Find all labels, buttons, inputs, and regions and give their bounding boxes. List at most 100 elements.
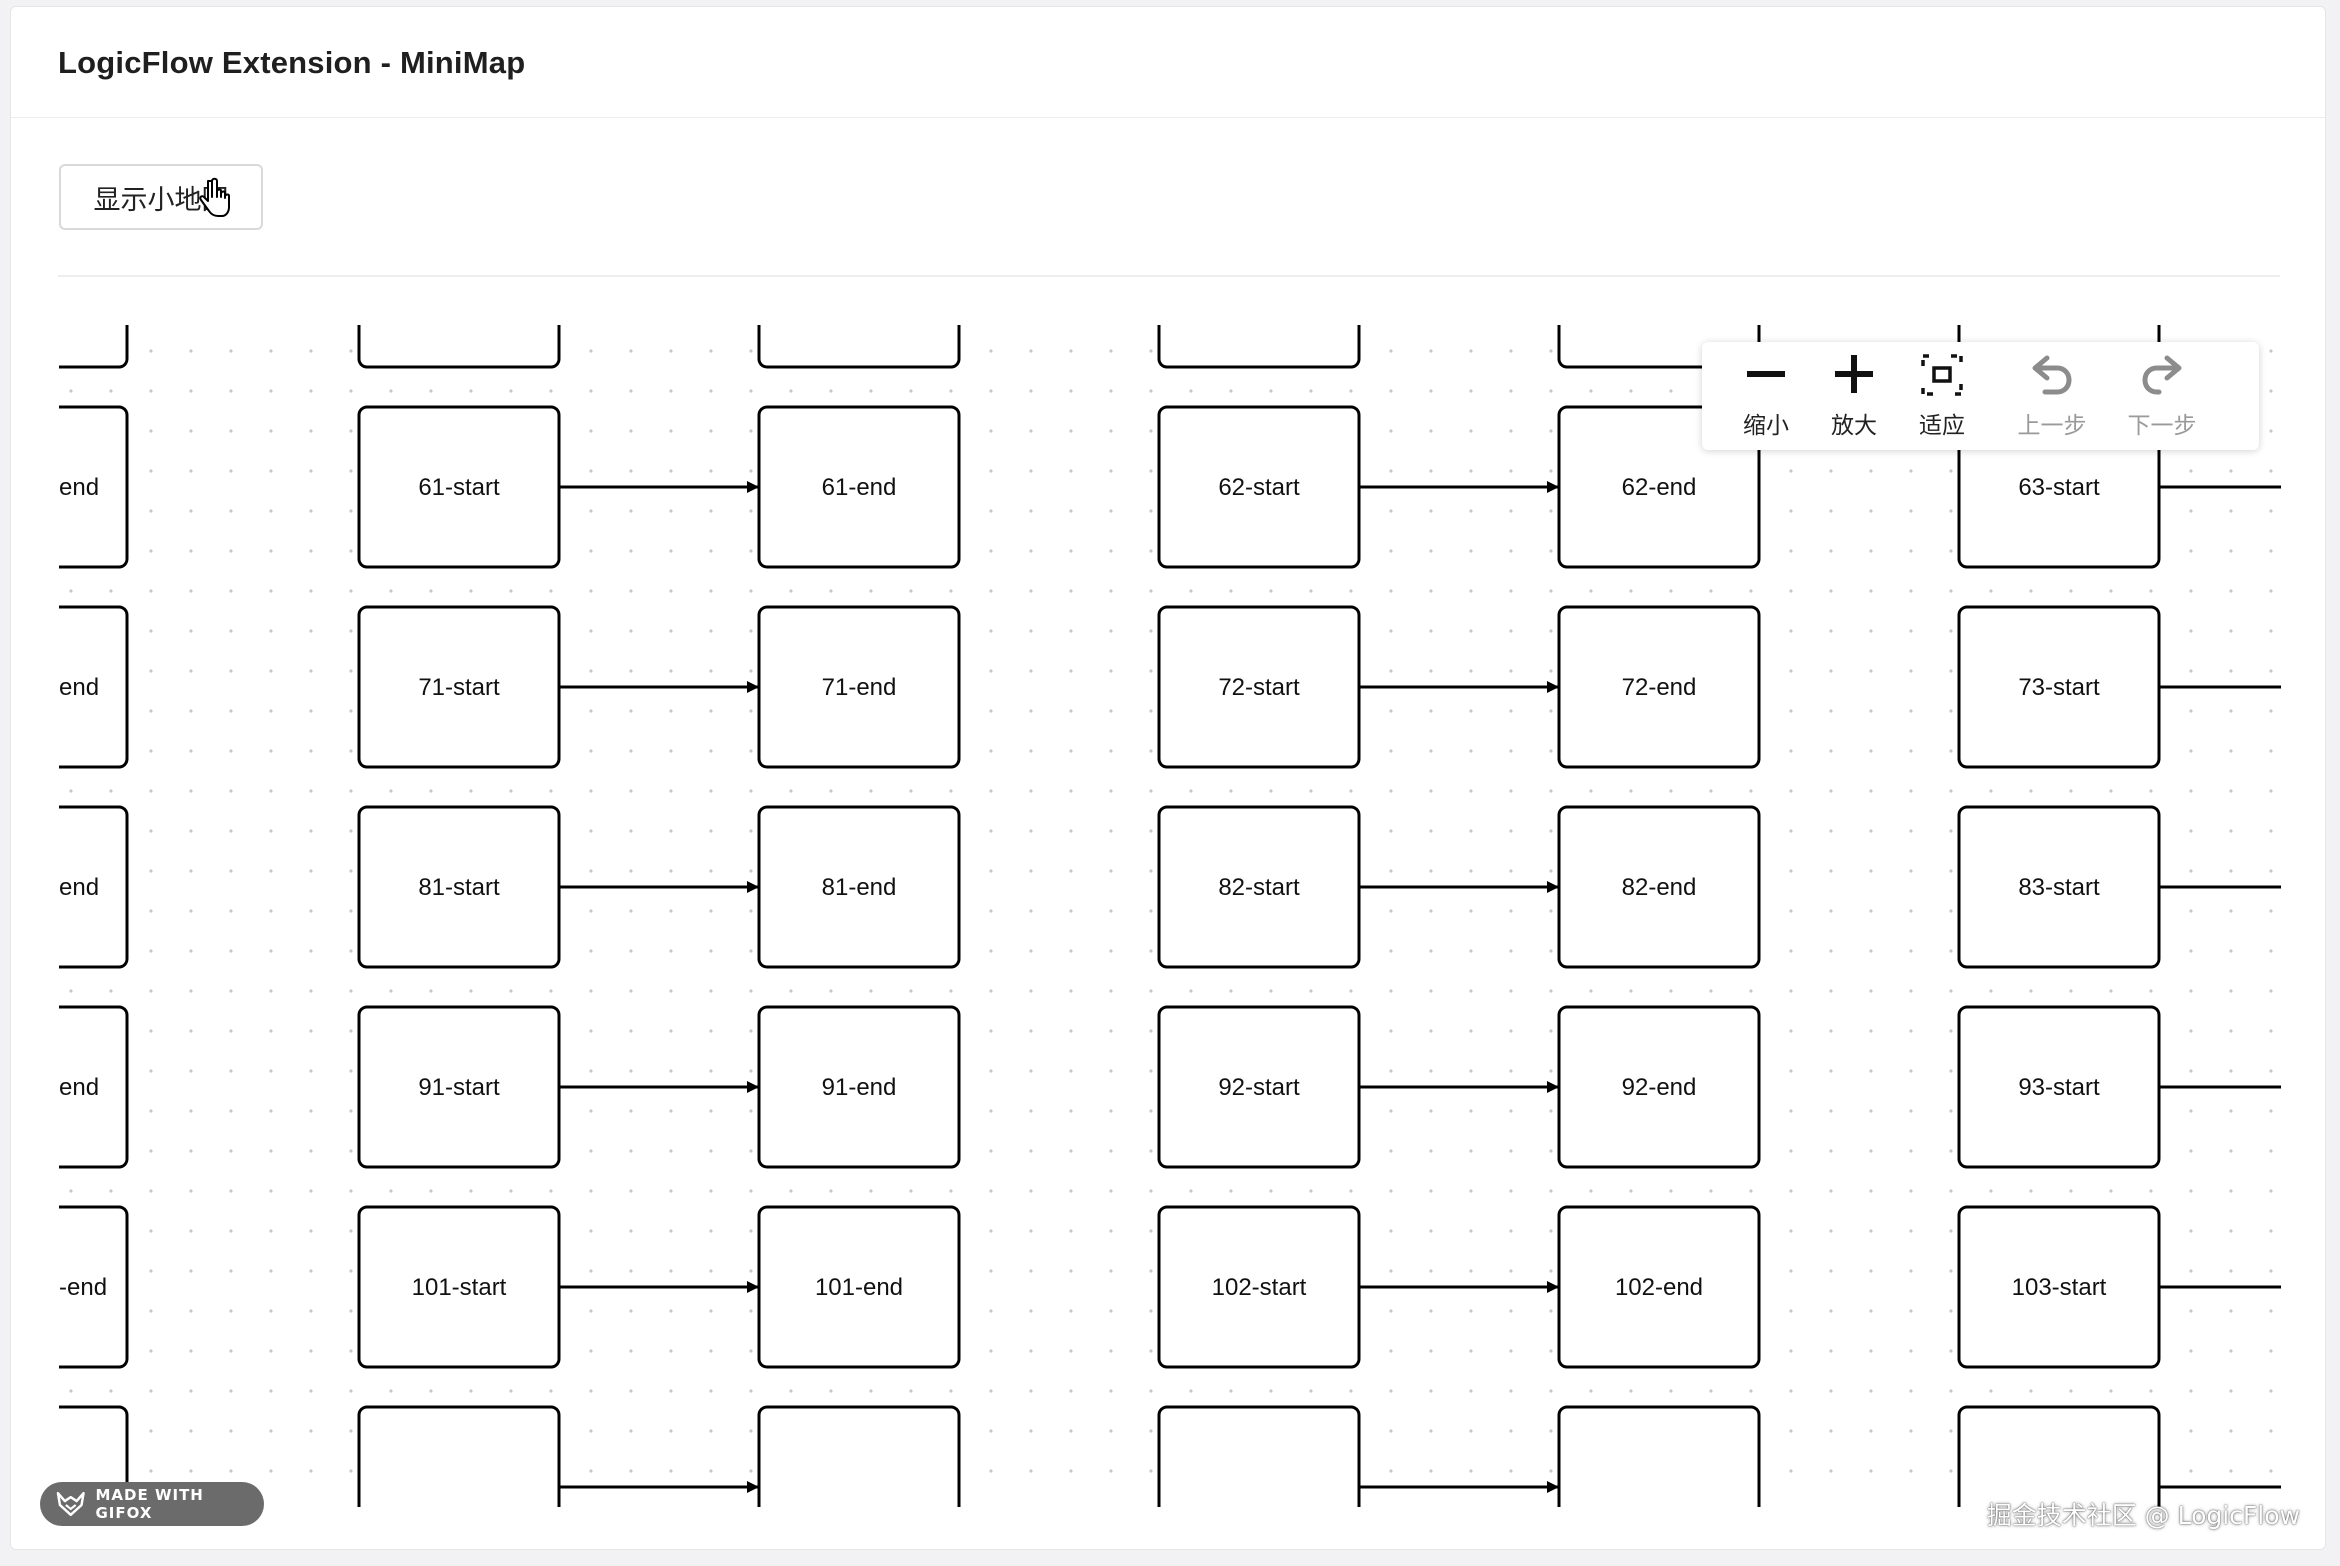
flow-node[interactable]: 93-start: [1957, 1005, 2161, 1169]
flow-node-label: 93-start: [2018, 1074, 2100, 1101]
flow-node-box[interactable]: [1557, 1205, 1761, 1369]
redo-icon: [2142, 355, 2182, 395]
flow-node-box[interactable]: [757, 405, 961, 569]
flow-node[interactable]: 91-end: [757, 1005, 961, 1169]
flow-node-label: 82-end: [1622, 874, 1697, 901]
flow-node[interactable]: 51-start: [357, 325, 561, 369]
flow-node[interactable]: end: [59, 405, 129, 569]
flow-node-box[interactable]: [1957, 805, 2161, 969]
flow-node[interactable]: 92-end: [1557, 1005, 1761, 1169]
flow-node-box[interactable]: [757, 805, 961, 969]
flow-node[interactable]: 61-start: [357, 405, 561, 569]
flow-node[interactable]: end: [59, 805, 129, 969]
flow-node[interactable]: 71-end: [757, 605, 961, 769]
flow-node-label: 61-start: [418, 474, 500, 501]
flow-node-box[interactable]: [59, 805, 129, 969]
flow-node-box[interactable]: [757, 325, 961, 369]
divider: [58, 275, 2280, 277]
flow-node-label: 102-start: [1212, 1274, 1307, 1301]
flow-node-box[interactable]: [59, 1005, 129, 1169]
flow-node-label: 101-start: [412, 1274, 507, 1301]
flow-node-box[interactable]: [1157, 405, 1361, 569]
flow-node-box[interactable]: [1957, 1405, 2161, 1507]
flow-node-box[interactable]: [357, 1005, 561, 1169]
flow-node-box[interactable]: [1957, 1205, 2161, 1369]
flow-node[interactable]: 101-end: [757, 1205, 961, 1369]
flow-node-label: 91-start: [418, 1074, 500, 1101]
zoom-out-button[interactable]: 缩小: [1726, 350, 1806, 442]
flow-node-box[interactable]: [357, 325, 561, 369]
flow-node-box[interactable]: [757, 1405, 961, 1507]
flow-node[interactable]: 102-end: [1557, 1205, 1761, 1369]
flow-node-box[interactable]: [357, 805, 561, 969]
flow-node[interactable]: 51-end: [757, 325, 961, 369]
flow-node[interactable]: 81-end: [757, 805, 961, 969]
undo-icon: [2032, 355, 2072, 395]
flow-node-box[interactable]: [1157, 605, 1361, 769]
flow-canvas[interactable]: end51-start51-end52-start52-end53-starte…: [59, 325, 2281, 1507]
flow-node[interactable]: end: [59, 325, 129, 369]
flow-node[interactable]: 82-start: [1157, 805, 1361, 969]
flow-node[interactable]: [357, 1405, 561, 1507]
flow-node[interactable]: 92-start: [1157, 1005, 1361, 1169]
flow-node-label: 81-end: [822, 874, 897, 901]
flow-node[interactable]: 81-start: [357, 805, 561, 969]
flow-node-box[interactable]: [59, 405, 129, 569]
flow-node-label: 83-start: [2018, 874, 2100, 901]
flow-node[interactable]: 101-start: [357, 1205, 561, 1369]
flow-node-box[interactable]: [1157, 1205, 1361, 1369]
flow-node[interactable]: 82-end: [1557, 805, 1761, 969]
demo-card: LogicFlow Extension - MiniMap 显示小地图 end 5…: [10, 6, 2326, 1550]
flow-node-box[interactable]: [757, 605, 961, 769]
flow-node-box[interactable]: [1157, 1005, 1361, 1169]
flow-node[interactable]: 52-start: [1157, 325, 1361, 369]
page-title: LogicFlow Extension - MiniMap: [58, 45, 526, 80]
flow-node-box[interactable]: [1157, 1405, 1361, 1507]
flow-node[interactable]: [1557, 1405, 1761, 1507]
flow-node-label: end: [59, 874, 99, 901]
flow-node-box[interactable]: [59, 605, 129, 769]
fit-view-button[interactable]: 适应: [1902, 350, 1982, 442]
flow-node[interactable]: 83-start: [1957, 805, 2161, 969]
flow-node-box[interactable]: [1557, 1005, 1761, 1169]
flow-node[interactable]: end: [59, 605, 129, 769]
flow-node[interactable]: [757, 1405, 961, 1507]
flow-node-box[interactable]: [757, 1005, 961, 1169]
flow-node-box[interactable]: [1157, 325, 1361, 369]
flow-node-box[interactable]: [1957, 605, 2161, 769]
flow-graph-svg[interactable]: end51-start51-end52-start52-end53-starte…: [59, 325, 2281, 1507]
flow-node-box[interactable]: [357, 605, 561, 769]
flow-node[interactable]: 102-start: [1157, 1205, 1361, 1369]
undo-button[interactable]: 上一步: [2002, 350, 2102, 442]
flow-node[interactable]: -end: [59, 1205, 129, 1369]
flow-node[interactable]: 91-start: [357, 1005, 561, 1169]
flow-node-box[interactable]: [1957, 1005, 2161, 1169]
flow-node-label: 72-end: [1622, 674, 1697, 701]
flow-node[interactable]: 61-end: [757, 405, 961, 569]
flow-node[interactable]: 72-end: [1557, 605, 1761, 769]
zoom-in-button[interactable]: 放大: [1814, 350, 1894, 442]
flow-node-box[interactable]: [1557, 1405, 1761, 1507]
flow-node-box[interactable]: [59, 325, 129, 369]
gifox-badge-text: MADE WITH GIFOX: [95, 1486, 204, 1522]
flow-node[interactable]: 103-start: [1957, 1205, 2161, 1369]
flow-node-box[interactable]: [1557, 805, 1761, 969]
flow-node-box[interactable]: [1157, 805, 1361, 969]
flow-node[interactable]: 73-start: [1957, 605, 2161, 769]
show-minimap-button[interactable]: 显示小地图: [59, 164, 263, 230]
flow-node-box[interactable]: [757, 1205, 961, 1369]
flow-node[interactable]: end: [59, 1005, 129, 1169]
flow-node-box[interactable]: [357, 1405, 561, 1507]
control-panel: 缩小 放大 适应 上一步 下一步: [1702, 342, 2259, 450]
flow-node-box[interactable]: [357, 1205, 561, 1369]
flow-node-box[interactable]: [357, 405, 561, 569]
flow-node[interactable]: [1957, 1405, 2161, 1507]
flow-node[interactable]: 72-start: [1157, 605, 1361, 769]
flow-node-label: end: [59, 474, 99, 501]
flow-node[interactable]: 71-start: [357, 605, 561, 769]
flow-node-box[interactable]: [1557, 605, 1761, 769]
flow-node-box[interactable]: [59, 1205, 129, 1369]
flow-node[interactable]: [1157, 1405, 1361, 1507]
flow-node[interactable]: 62-start: [1157, 405, 1361, 569]
redo-button[interactable]: 下一步: [2112, 350, 2212, 442]
